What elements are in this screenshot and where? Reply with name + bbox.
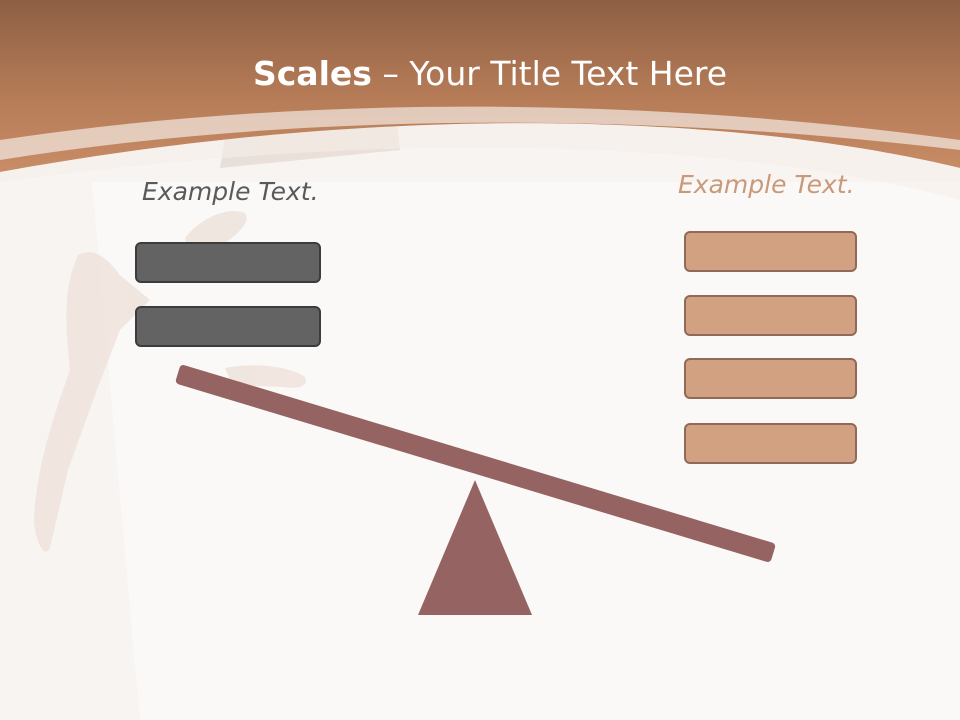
title-rest: – Your Title Text Here: [371, 54, 728, 93]
left-weight: [135, 306, 321, 347]
left-weight: [135, 242, 321, 283]
right-weight: [684, 423, 857, 464]
header-swoosh-lower: [0, 123, 960, 200]
right-weight: [684, 231, 857, 272]
scale-beam: [175, 365, 776, 562]
right-weight: [684, 358, 857, 399]
title-bold: Scales: [252, 54, 372, 93]
fulcrum-triangle: [418, 480, 532, 615]
slide-title: Scales – Your Title Text Here: [0, 52, 960, 96]
left-caption: Example Text.: [142, 177, 319, 206]
right-caption: Example Text.: [678, 170, 855, 199]
header-swoosh: [0, 106, 960, 160]
right-weight: [684, 295, 857, 336]
